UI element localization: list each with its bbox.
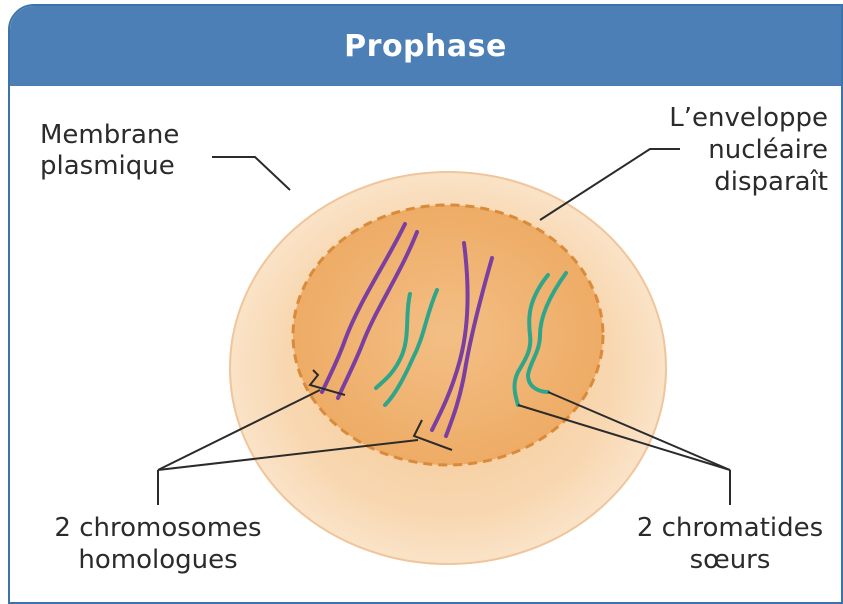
- label-membrane-line2: plasmique: [40, 151, 175, 181]
- label-chromatides-line2: sœurs: [690, 545, 771, 575]
- label-homologues-line2: homologues: [78, 545, 237, 575]
- label-membrane-line1: Membrane: [40, 120, 179, 150]
- label-chromatides-line1: 2 chromatides: [637, 513, 823, 543]
- label-envelope-line2: nucléaire: [708, 135, 828, 165]
- label-envelope-line1: L’enveloppe: [669, 103, 828, 133]
- label-envelope-line3: disparaît: [714, 167, 828, 197]
- label-homologues-line1: 2 chromosomes: [54, 513, 261, 543]
